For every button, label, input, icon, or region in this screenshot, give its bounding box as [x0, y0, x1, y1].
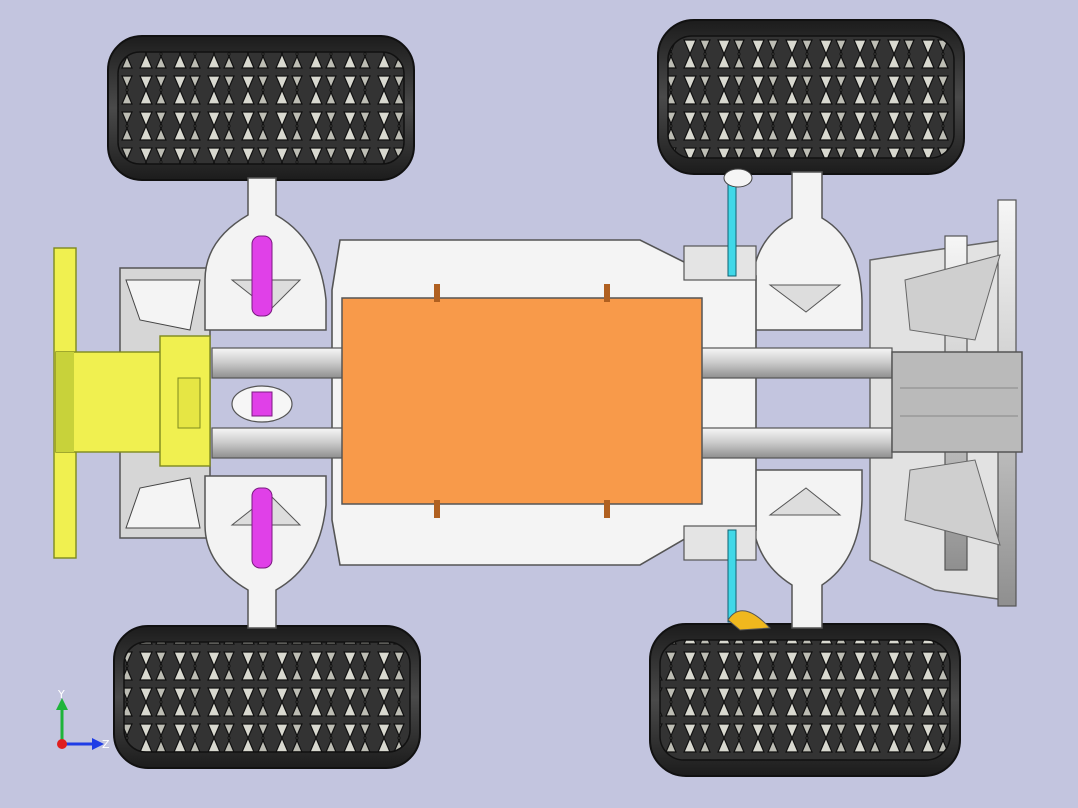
triad-y-label: Y — [57, 688, 65, 701]
front-pushrod-upper[interactable] — [251, 235, 273, 317]
triad-z-label: Z — [102, 738, 110, 751]
battery-pack[interactable] — [341, 284, 703, 518]
tire-front-left[interactable] — [107, 35, 415, 181]
tire-front-right[interactable] — [113, 625, 421, 769]
rear-gear-block[interactable] — [891, 351, 1023, 453]
rear-upper-suspension-arm[interactable] — [751, 171, 863, 331]
tire-rear-right[interactable] — [649, 623, 961, 777]
rear-lower-suspension-arm[interactable] — [751, 469, 863, 629]
front-bumper[interactable] — [53, 247, 211, 559]
front-pushrod-lower[interactable] — [251, 487, 273, 569]
coordinate-triad: Y Z — [56, 688, 110, 751]
front-diff-ring[interactable] — [231, 385, 293, 423]
tire-rear-left[interactable] — [657, 19, 965, 175]
steering-link-upper[interactable] — [723, 168, 753, 277]
steering-link-lower[interactable] — [727, 529, 772, 631]
